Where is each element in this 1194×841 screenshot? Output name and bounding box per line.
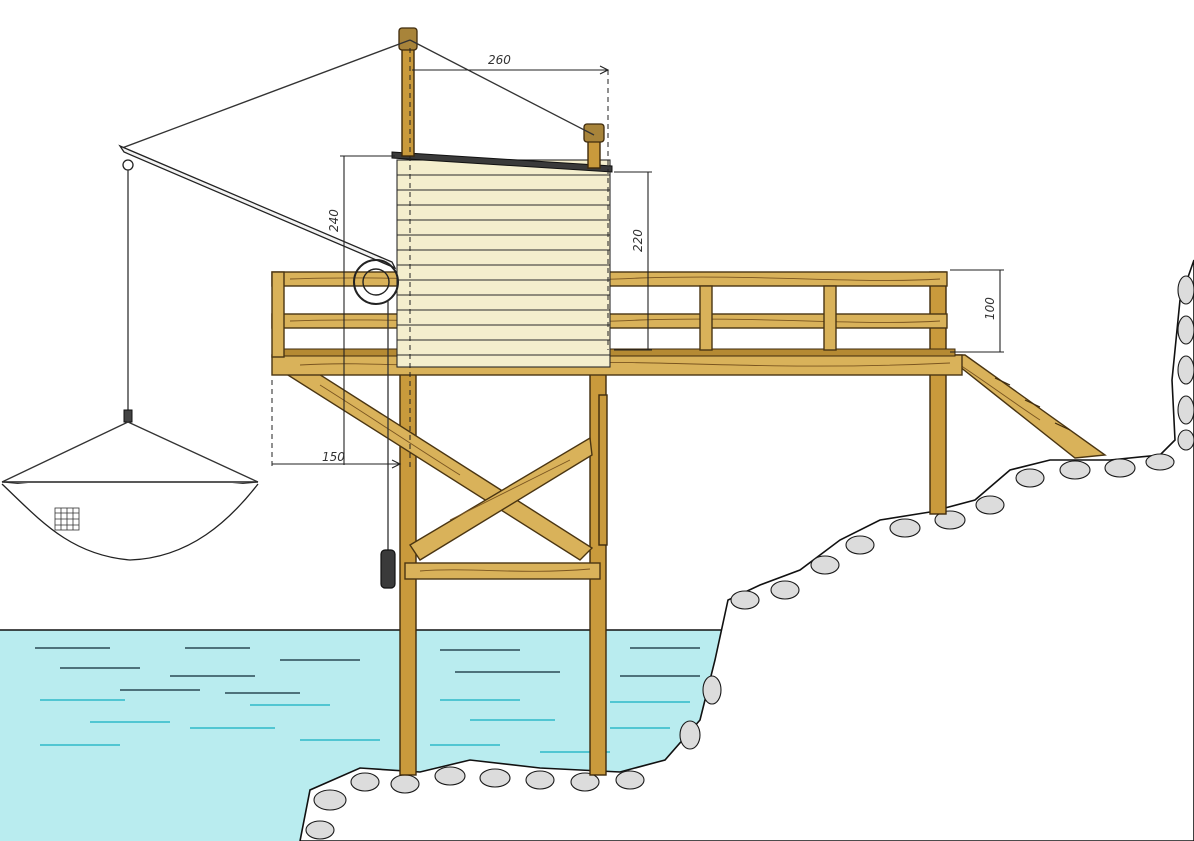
- net-mesh: [54, 507, 80, 531]
- short-mast: [587, 139, 601, 169]
- deck: [271, 348, 963, 376]
- dim-roof-width: 260: [488, 53, 511, 67]
- shore-stones: [305, 275, 1194, 840]
- hut: [391, 151, 613, 368]
- deck-beam: [271, 354, 963, 376]
- masts: [398, 27, 605, 169]
- hut-planks: [397, 174, 610, 356]
- far-post: [929, 271, 947, 515]
- pulley-icon: [122, 159, 134, 171]
- cross-braces: [278, 361, 601, 580]
- winch-wheel-icon: [353, 259, 399, 305]
- lift-net-rig: [1, 39, 595, 589]
- water-waves: [35, 647, 700, 753]
- stairs: [942, 354, 1107, 459]
- dim-hut-height-right: 220: [631, 229, 645, 252]
- counterweight: [380, 549, 396, 589]
- dim-hut-height-left: 240: [327, 209, 341, 232]
- boom-stay-rope: [121, 39, 411, 149]
- dimension-lines: 260 240 220 100 150: [271, 48, 1004, 470]
- rocky-shore: [299, 259, 1194, 841]
- back-stay-rope: [409, 39, 595, 136]
- hut-wall: [396, 159, 611, 368]
- tall-mast: [401, 47, 415, 157]
- lift-net: [1, 421, 259, 561]
- dim-boom-offset: 150: [322, 450, 345, 464]
- boom-arm: [118, 144, 397, 270]
- dim-railing-height: 100: [983, 297, 997, 320]
